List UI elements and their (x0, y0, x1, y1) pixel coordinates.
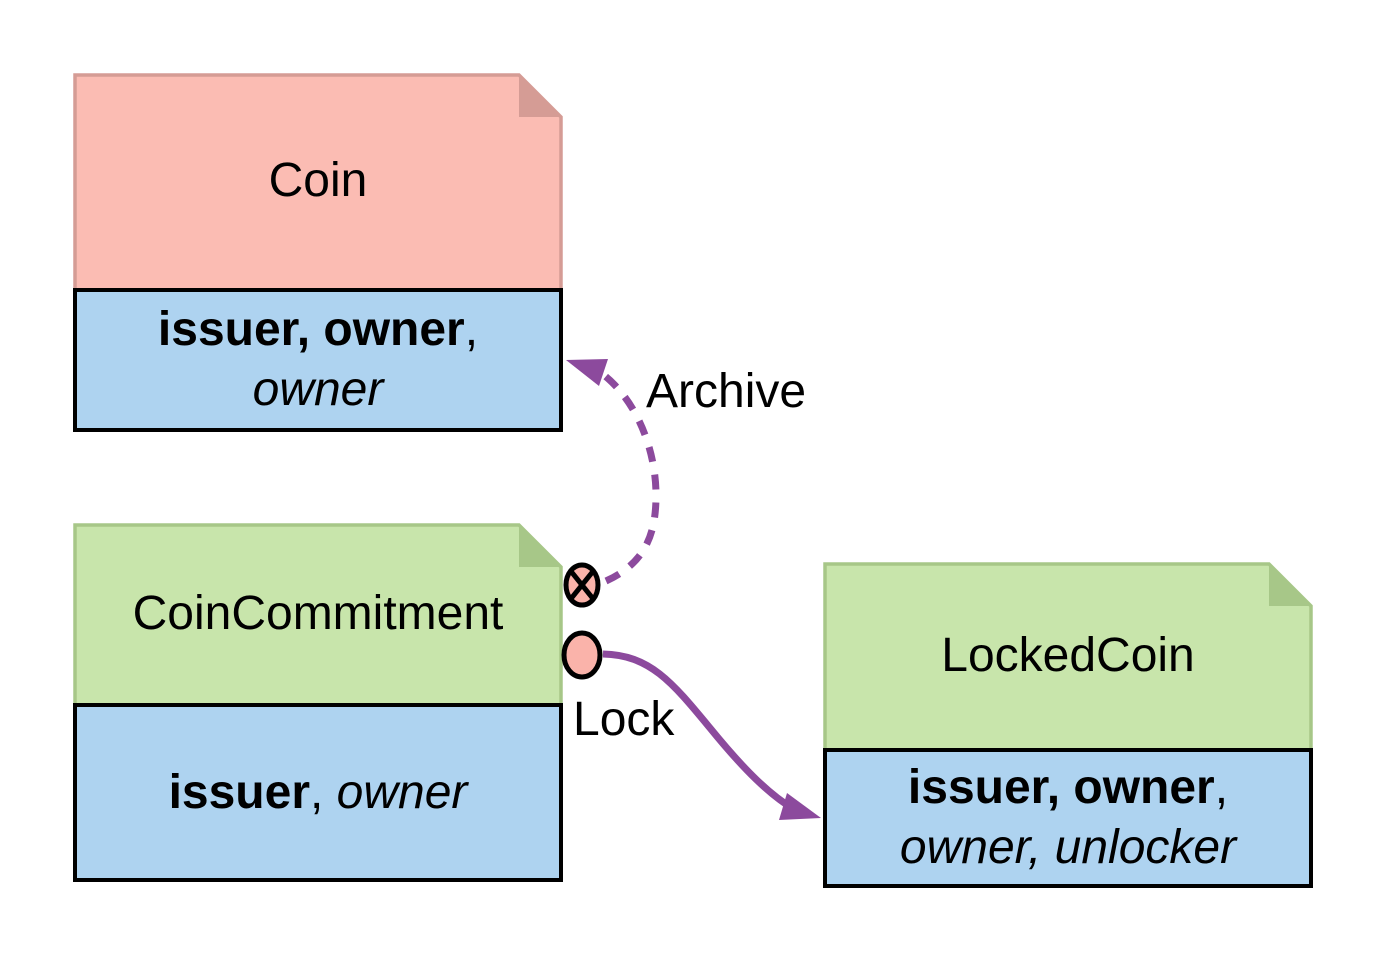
state-locked-coin-fields: issuer, owner, owner, unlocker (823, 748, 1313, 888)
lock-arrowhead-icon (779, 793, 821, 820)
state-coin-header-note (73, 73, 563, 288)
state-locked-coin: LockedCoin issuer, owner, owner, unlocke… (823, 562, 1313, 888)
state-coin-fields: issuer, owner, owner (73, 288, 563, 432)
coin-commitment-signers-sep: , (310, 765, 337, 819)
locked-coin-signers: issuer, owner (907, 761, 1215, 814)
coin-commitment-participants: owner (336, 765, 468, 819)
circle-icon (561, 630, 603, 680)
locked-coin-participants: owner, unlocker (899, 821, 1237, 874)
coin-participants: owner (252, 363, 384, 416)
state-locked-coin-header-note (823, 562, 1313, 748)
state-coin: Coin issuer, owner, owner (73, 73, 563, 432)
coin-signers-sep: , (464, 303, 479, 356)
locked-coin-signers-sep: , (1214, 761, 1229, 814)
state-coin-commitment-fields: issuer, owner (73, 703, 563, 882)
coin-commitment-signers: issuer (168, 765, 310, 819)
state-coin-commitment-header-note (73, 523, 563, 703)
coin-signers: issuer, owner (157, 303, 465, 356)
archive-transition-label: Archive (646, 365, 807, 418)
lock-transition-label: Lock (573, 693, 675, 746)
state-coin-commitment: CoinCommitment issuer, owner (73, 523, 563, 882)
archive-arrowhead-icon (566, 359, 608, 386)
crossed-circle-icon (563, 562, 601, 608)
